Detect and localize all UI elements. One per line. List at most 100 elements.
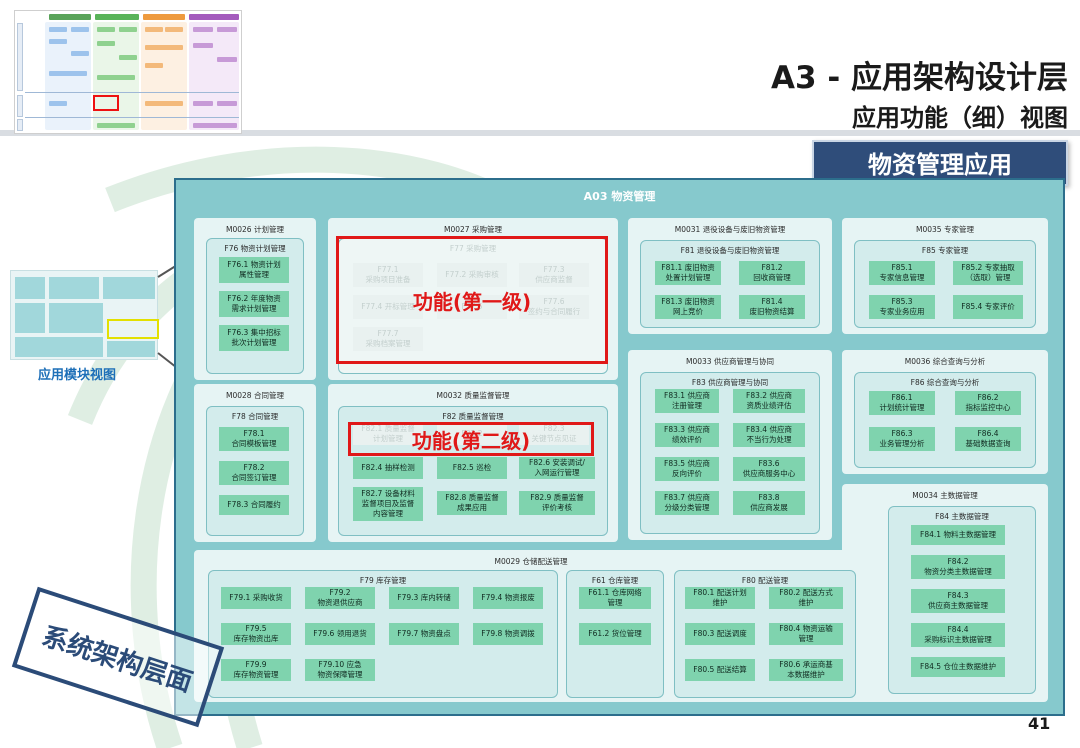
function-box[interactable]: F79.6 领用退货 — [305, 623, 375, 645]
function-box[interactable]: F76.1 物资计划属性管理 — [219, 257, 289, 283]
function-box[interactable]: F84.1 物料主数据管理 — [911, 525, 1005, 545]
group-title: F79 库存管理 — [359, 576, 407, 585]
function-box[interactable]: F82.9 质量监督评价考核 — [519, 491, 595, 515]
group-title: F61 仓库管理 — [591, 576, 639, 585]
module-title: M0035 专家管理 — [916, 225, 974, 234]
function-box[interactable]: F83.1 供应商注册管理 — [655, 389, 719, 413]
page-subtitle: 应用功能（细）视图 — [852, 104, 1068, 132]
group-title: F84 主数据管理 — [935, 512, 989, 521]
module-title: M0033 供应商管理与协同 — [686, 357, 774, 366]
function-box[interactable]: F80.3 配送调度 — [685, 623, 755, 645]
function-box[interactable]: F82.4 抽样检测 — [353, 457, 423, 479]
function-box[interactable]: F80.2 配送方式维护 — [769, 587, 843, 609]
module-m0033: M0033 供应商管理与协同 F83 供应商管理与协同 F83.1 供应商注册管… — [628, 350, 832, 540]
function-box[interactable]: F82.1 质量监督计划管理 — [353, 423, 423, 445]
function-box[interactable]: F77.2 采购审核 — [437, 263, 507, 287]
function-box[interactable]: F77.4 开标管理 — [353, 295, 423, 319]
function-box[interactable]: F84.5 仓位主数据维护 — [911, 657, 1005, 677]
function-box[interactable]: F80.5 配送结算 — [685, 659, 755, 681]
function-box[interactable]: F83.3 供应商绩效评价 — [655, 423, 719, 447]
level2-callout-text: 功能(第二级) — [411, 428, 531, 453]
module-m0032: M0032 质量监督管理 F82 质量监督管理 F82.1 质量监督计划管理 F… — [328, 384, 618, 542]
function-box[interactable]: F61.2 货位管理 — [579, 623, 651, 645]
function-box[interactable]: F77.5 — [437, 295, 507, 319]
function-box[interactable]: F79.8 物资调拨 — [473, 623, 543, 645]
group-title: F85 专家管理 — [921, 246, 969, 255]
group-title: F80 配送管理 — [741, 576, 789, 585]
function-box[interactable]: F83.4 供应商不当行为处理 — [733, 423, 805, 447]
group-f83: F83 供应商管理与协同 F83.1 供应商注册管理 F83.2 供应商资质业绩… — [640, 372, 820, 534]
function-box[interactable]: F79.4 物资报废 — [473, 587, 543, 609]
function-box[interactable]: F81.3 废旧物资网上竞价 — [655, 295, 721, 319]
level2-callout: 功能(第二级) — [348, 422, 594, 456]
function-box[interactable]: F79.7 物资盘点 — [389, 623, 459, 645]
function-box[interactable]: F79.10 应急物资保障管理 — [305, 659, 375, 681]
function-box[interactable]: F82.6 安装调试/入网运行管理 — [519, 457, 595, 479]
group-f61: F61 仓库管理 F61.1 仓库网络管理 F61.2 货位管理 — [566, 570, 664, 698]
function-box[interactable]: F80.6 承运商基本数据维护 — [769, 659, 843, 681]
function-box[interactable]: F85.2 专家抽取（选取）管理 — [953, 261, 1023, 285]
module-m0031: M0031 退役设备与废旧物资管理 F81 退役设备与废旧物资管理 F81.1 … — [628, 218, 832, 334]
architecture-thumbnail[interactable] — [14, 10, 242, 134]
function-box[interactable]: F85.4 专家评价 — [953, 295, 1023, 319]
function-box[interactable]: F83.7 供应商分级分类管理 — [655, 491, 719, 515]
header-divider — [0, 130, 1080, 136]
main-panel: A03 物资管理 M0026 计划管理 F76 物资计划管理 F76.1 物资计… — [174, 178, 1065, 716]
function-box[interactable]: F79.3 库内转储 — [389, 587, 459, 609]
group-f80: F80 配送管理 F80.1 配送计划维护 F80.2 配送方式维护 F80.3… — [674, 570, 856, 698]
module-title: M0036 综合查询与分析 — [904, 357, 986, 366]
function-box[interactable]: F76.3 集中招标批次计划管理 — [219, 325, 289, 351]
function-box[interactable]: F83.5 供应商反向评价 — [655, 457, 719, 481]
function-box[interactable]: F80.1 配送计划维护 — [685, 587, 755, 609]
function-box[interactable]: F82.7 设备材料监督项目及监督内容管理 — [353, 487, 423, 521]
function-box[interactable]: F82.5 巡检 — [437, 457, 507, 479]
group-title: F78 合同管理 — [231, 412, 279, 421]
main-title: A03 物资管理 — [583, 190, 656, 203]
function-box[interactable]: F79.1 采购收货 — [221, 587, 291, 609]
module-title: M0032 质量监督管理 — [436, 391, 510, 400]
function-box[interactable]: F82.2 — [437, 423, 507, 445]
function-box[interactable]: F78.3 合同履约 — [219, 495, 289, 515]
function-box[interactable]: F82.8 质量监督成果应用 — [437, 491, 507, 515]
function-box[interactable]: F76.2 年度物资需求计划管理 — [219, 291, 289, 317]
function-box[interactable]: F61.1 仓库网络管理 — [579, 587, 651, 609]
module-m0026: M0026 计划管理 F76 物资计划管理 F76.1 物资计划属性管理 F76… — [194, 218, 316, 380]
current-module-highlight — [93, 95, 119, 111]
function-box[interactable]: F81.1 废旧物资处置计划管理 — [655, 261, 721, 285]
module-overview-map[interactable] — [10, 270, 159, 360]
function-box[interactable]: F80.4 物资运输管理 — [769, 623, 843, 645]
module-title: M0026 计划管理 — [226, 225, 284, 234]
function-box[interactable]: F83.2 供应商资质业绩评估 — [733, 389, 805, 413]
